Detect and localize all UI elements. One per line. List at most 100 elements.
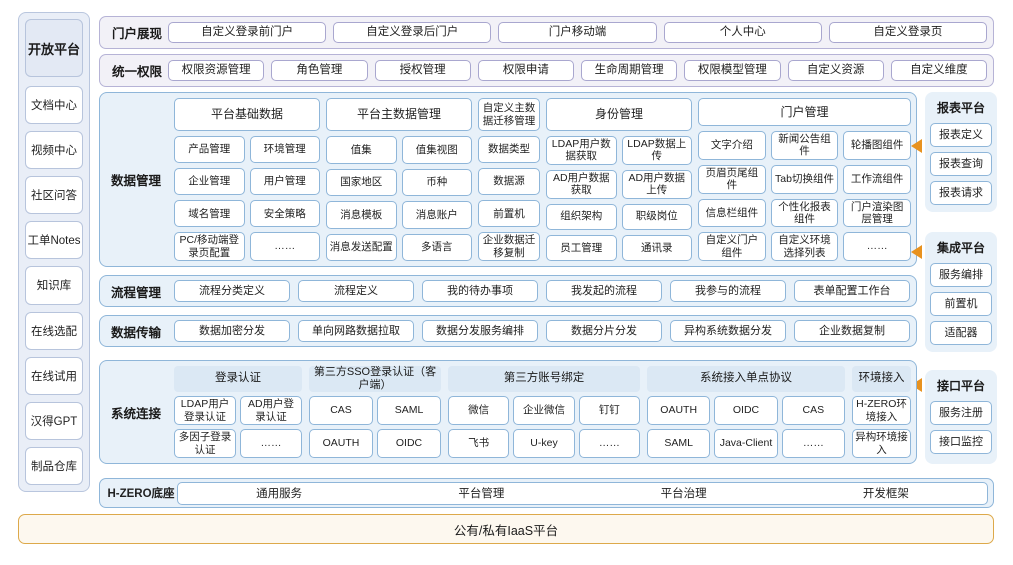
report-query-item[interactable]: 报表查询 bbox=[930, 152, 992, 176]
item-org-structure[interactable]: 组织架构 bbox=[546, 203, 617, 230]
portal-item-mobile[interactable]: 门户移动端 bbox=[498, 22, 657, 43]
item-ukey[interactable]: U-key bbox=[513, 429, 575, 458]
item-proto-java-client[interactable]: Java-Client bbox=[714, 429, 778, 458]
item-security-policy[interactable]: 安全策略 bbox=[249, 200, 320, 228]
item-platform-management[interactable]: 平台管理 bbox=[458, 488, 505, 500]
sidebar-item-tickets[interactable]: 工单Notes bbox=[25, 221, 83, 260]
item-custom-env-list[interactable]: 自定义环境选择列表 bbox=[770, 232, 839, 261]
item-encrypted-distribution[interactable]: 数据加密分发 bbox=[174, 320, 290, 342]
item-proto-oauth[interactable]: OAUTH bbox=[647, 396, 711, 425]
item-header-footer-component[interactable]: 页眉页尾组件 bbox=[698, 164, 766, 194]
item-product-mgmt[interactable]: 产品管理 bbox=[174, 136, 245, 164]
item-wechat[interactable]: 微信 bbox=[448, 396, 510, 425]
item-my-todo[interactable]: 我的待办事项 bbox=[422, 280, 538, 302]
item-more[interactable]: …… bbox=[843, 232, 912, 261]
item-sso-oauth[interactable]: OAUTH bbox=[309, 429, 373, 458]
item-ldap-login[interactable]: LDAP用户登录认证 bbox=[174, 396, 236, 425]
item-env-mgmt[interactable]: 环境管理 bbox=[249, 136, 320, 164]
item-more[interactable]: …… bbox=[578, 429, 640, 458]
item-data-source[interactable]: 数据源 bbox=[478, 168, 540, 196]
item-custom-report-component[interactable]: 个性化报表组件 bbox=[770, 198, 839, 228]
item-feishu[interactable]: 飞书 bbox=[448, 429, 510, 458]
item-ldap-data-upload[interactable]: LDAP数据上传 bbox=[621, 136, 692, 165]
item-ad-user-upload[interactable]: AD用户数据上传 bbox=[621, 169, 692, 199]
permission-item-role[interactable]: 角色管理 bbox=[271, 60, 368, 81]
item-process-category-def[interactable]: 流程分类定义 bbox=[174, 280, 290, 302]
api-monitor-item[interactable]: 接口监控 bbox=[930, 430, 992, 454]
head-platform-master-data[interactable]: 平台主数据管理 bbox=[326, 98, 472, 131]
sidebar-item-online-trial[interactable]: 在线试用 bbox=[25, 356, 83, 395]
portal-item-prelogin[interactable]: 自定义登录前门户 bbox=[168, 22, 327, 43]
portal-item-login-page[interactable]: 自定义登录页 bbox=[828, 22, 988, 43]
permission-item-custom-resource[interactable]: 自定义资源 bbox=[787, 60, 884, 81]
permission-item-resource[interactable]: 权限资源管理 bbox=[168, 60, 265, 81]
item-distribution-orchestration[interactable]: 数据分发服务编排 bbox=[422, 320, 538, 342]
service-orchestration-item[interactable]: 服务编排 bbox=[930, 263, 992, 287]
sidebar-item-docs[interactable]: 文档中心 bbox=[25, 86, 83, 125]
portal-item-personal-center[interactable]: 个人中心 bbox=[663, 22, 822, 43]
item-data-type[interactable]: 数据类型 bbox=[478, 136, 540, 164]
permission-item-apply[interactable]: 权限申请 bbox=[477, 60, 574, 81]
item-platform-governance[interactable]: 平台治理 bbox=[660, 488, 707, 500]
item-enterprise-mgmt[interactable]: 企业管理 bbox=[174, 168, 245, 196]
head-portal-management[interactable]: 门户管理 bbox=[698, 98, 911, 126]
sidebar-item-community[interactable]: 社区问答 bbox=[25, 176, 83, 215]
item-more[interactable]: …… bbox=[781, 429, 845, 458]
item-infobar-component[interactable]: 信息栏组件 bbox=[698, 198, 766, 228]
item-my-participated[interactable]: 我参与的流程 bbox=[670, 280, 786, 302]
adapter-item[interactable]: 适配器 bbox=[930, 321, 992, 345]
item-multilanguage[interactable]: 多语言 bbox=[401, 233, 472, 261]
sidebar-item-artifact-repo[interactable]: 制品仓库 bbox=[25, 446, 83, 485]
item-message-account[interactable]: 消息账户 bbox=[401, 201, 472, 229]
item-front-end-processor[interactable]: 前置机 bbox=[478, 200, 540, 228]
item-proto-oidc[interactable]: OIDC bbox=[714, 396, 778, 425]
item-sso-cas[interactable]: CAS bbox=[309, 396, 373, 425]
item-message-send-config[interactable]: 消息发送配置 bbox=[326, 233, 397, 261]
item-tab-switch-component[interactable]: Tab切换组件 bbox=[770, 164, 839, 194]
item-workflow-component[interactable]: 工作流组件 bbox=[843, 164, 912, 194]
item-carousel-component[interactable]: 轮播图组件 bbox=[843, 131, 912, 160]
permission-item-grant[interactable]: 授权管理 bbox=[374, 60, 471, 81]
sidebar-item-video[interactable]: 视频中心 bbox=[25, 131, 83, 170]
item-country-region[interactable]: 国家地区 bbox=[326, 168, 397, 196]
item-sso-oidc[interactable]: OIDC bbox=[377, 429, 441, 458]
item-process-def[interactable]: 流程定义 bbox=[298, 280, 414, 302]
item-mfa-login[interactable]: 多因子登录认证 bbox=[174, 429, 236, 458]
head-platform-base-data[interactable]: 平台基础数据 bbox=[174, 98, 320, 131]
service-registry-item[interactable]: 服务注册 bbox=[930, 401, 992, 425]
item-heterogeneous-env-access[interactable]: 异构环境接入 bbox=[852, 429, 911, 458]
item-value-set[interactable]: 值集 bbox=[326, 136, 397, 164]
item-wecom[interactable]: 企业微信 bbox=[513, 396, 575, 425]
item-hzero-env-access[interactable]: H-ZERO环境接入 bbox=[852, 396, 911, 425]
item-news-component[interactable]: 新闻公告组件 bbox=[770, 131, 839, 160]
item-enterprise-data-migration[interactable]: 企业数据迁移复制 bbox=[478, 232, 540, 261]
item-form-config-workbench[interactable]: 表单配置工作台 bbox=[794, 280, 910, 302]
item-currency[interactable]: 币种 bbox=[401, 168, 472, 196]
item-my-initiated[interactable]: 我发起的流程 bbox=[546, 280, 662, 302]
item-dingtalk[interactable]: 钉钉 bbox=[578, 396, 640, 425]
permission-item-lifecycle[interactable]: 生命周期管理 bbox=[581, 60, 678, 81]
item-oneway-network-pull[interactable]: 单向网路数据拉取 bbox=[298, 320, 414, 342]
item-more[interactable]: …… bbox=[240, 429, 302, 458]
item-heterogeneous-distribution[interactable]: 异构系统数据分发 bbox=[670, 320, 786, 342]
report-definition-item[interactable]: 报表定义 bbox=[930, 123, 992, 147]
head-master-data-migration[interactable]: 自定义主数据迁移管理 bbox=[478, 98, 540, 131]
front-end-processor-item[interactable]: 前置机 bbox=[930, 292, 992, 316]
sidebar-item-gpt[interactable]: 汉得GPT bbox=[25, 401, 83, 440]
item-text-intro[interactable]: 文字介绍 bbox=[698, 131, 766, 160]
item-login-page-config[interactable]: PC/移动端登录页配置 bbox=[174, 232, 245, 261]
item-ldap-user-fetch[interactable]: LDAP用户数据获取 bbox=[546, 136, 617, 165]
item-dev-framework[interactable]: 开发框架 bbox=[862, 488, 909, 500]
item-domain-mgmt[interactable]: 域名管理 bbox=[174, 200, 245, 228]
item-custom-portal-component[interactable]: 自定义门户组件 bbox=[698, 232, 766, 261]
item-portal-render-layer[interactable]: 门户渲染图层管理 bbox=[843, 198, 912, 228]
item-ad-user-fetch[interactable]: AD用户数据获取 bbox=[546, 169, 617, 199]
item-proto-saml[interactable]: SAML bbox=[647, 429, 711, 458]
report-request-item[interactable]: 报表请求 bbox=[930, 181, 992, 205]
permission-item-model[interactable]: 权限模型管理 bbox=[684, 60, 781, 81]
item-ad-login[interactable]: AD用户登录认证 bbox=[240, 396, 302, 425]
head-identity-management[interactable]: 身份管理 bbox=[546, 98, 692, 131]
sidebar-item-online-config[interactable]: 在线选配 bbox=[25, 311, 83, 350]
item-shard-distribution[interactable]: 数据分片分发 bbox=[546, 320, 662, 342]
item-common-services[interactable]: 通用服务 bbox=[256, 488, 303, 500]
